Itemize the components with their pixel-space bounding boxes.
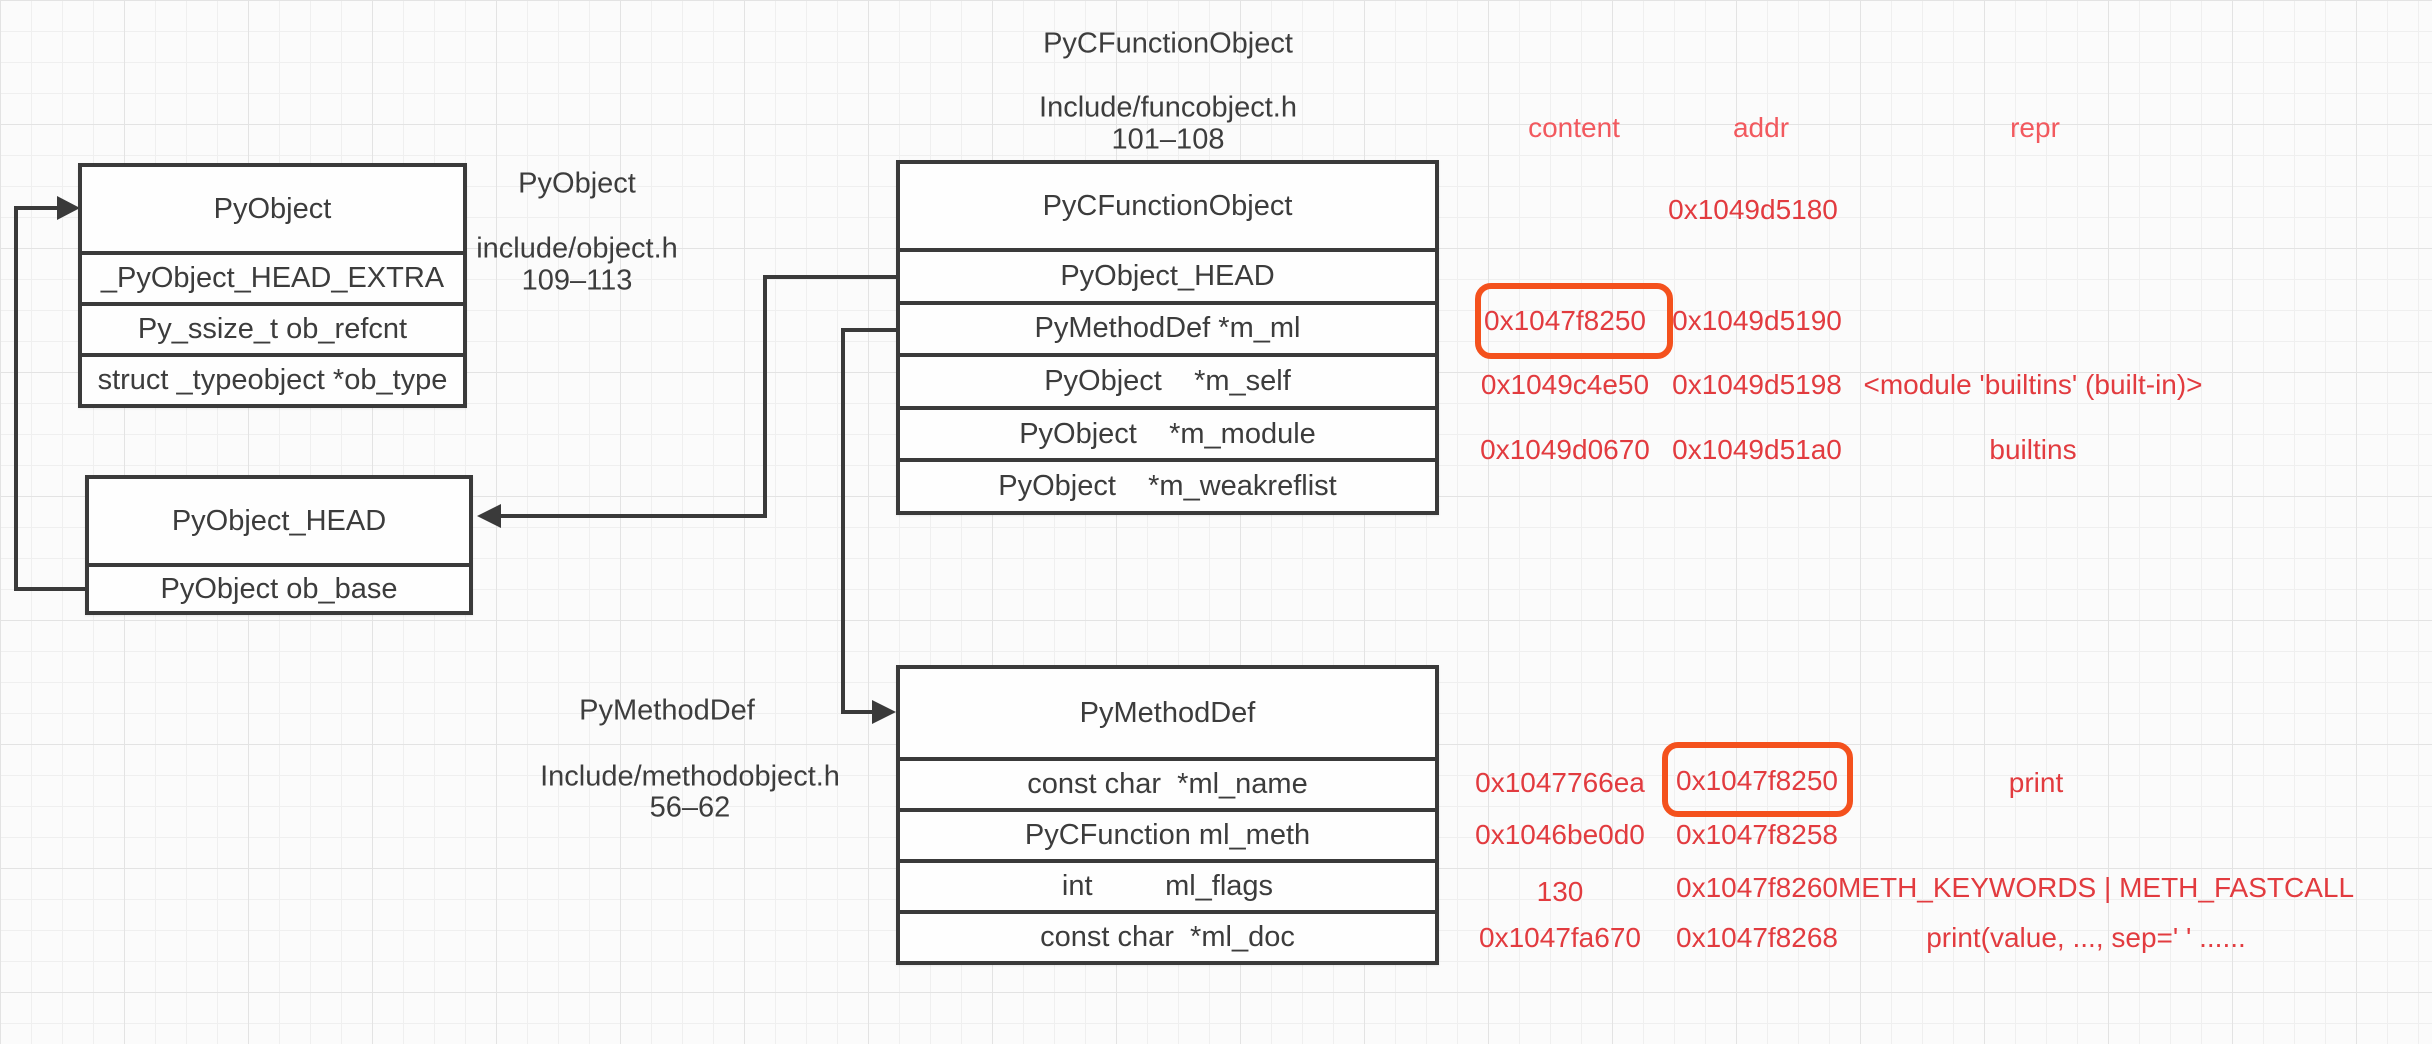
pymethoddef-row-ml-doc: const char *ml_doc (900, 910, 1435, 961)
pyobject-caption-file: include/object.h (476, 232, 678, 265)
pycfunction-row-m-self: PyObject *m_self (900, 353, 1435, 406)
mem-ml-doc-repr: print(value, ..., sep=' ' ...... (1926, 922, 2246, 953)
mem-m-self-content: 0x1049c4e50 (1480, 369, 1650, 400)
pycfunction-row-m-module: PyObject *m_module (900, 405, 1435, 459)
arrow-m-ml-to-pymethoddef (841, 328, 896, 714)
pyobject-row-ob-refcnt: Py_ssize_t ob_refcnt (82, 302, 463, 353)
mem-ml-name-repr: print (2008, 767, 2064, 798)
mem-m-self-addr: 0x1049d5198 (1672, 369, 1842, 400)
arrow-ob-base-to-pyobject (14, 206, 85, 591)
mem-ml-meth-addr: 0x1047f8258 (1676, 819, 1838, 850)
pymethoddef-row-ml-flags: int ml_flags (900, 859, 1435, 910)
pycfunction-row-m-weakreflist: PyObject *m_weakreflist (900, 458, 1435, 511)
column-header-addr: addr (1732, 112, 1790, 143)
mem-ml-doc-addr: 0x1047f8268 (1676, 922, 1838, 953)
mem-ml-doc-content: 0x1047fa670 (1479, 922, 1641, 953)
pyobject-head-struct-title: PyObject_HEAD (171, 504, 387, 537)
pyobject-caption-name: PyObject (518, 167, 636, 200)
mem-object-addr: 0x1049d5180 (1668, 194, 1838, 225)
mem-m-ml-addr: 0x1049d5190 (1672, 305, 1842, 336)
pymethoddef-struct-title: PyMethodDef (1079, 696, 1256, 729)
pycfunction-row-m-ml: PyMethodDef *m_ml (900, 300, 1435, 354)
mem-ml-flags-repr: METH_KEYWORDS | METH_FASTCALL (1837, 872, 2355, 903)
mem-ml-name-content: 0x1047766ea (1475, 767, 1645, 798)
pymethoddef-caption-lines: 56–62 (649, 791, 731, 824)
pyobject-head-struct-box: PyObject_HEAD PyObject ob_base (85, 475, 473, 615)
pycfunctionobject-struct-title: PyCFunctionObject (1042, 189, 1293, 222)
column-header-content: content (1528, 112, 1620, 143)
pyobject-head-row-ob-base: PyObject ob_base (89, 563, 469, 611)
pycfunction-caption-name: PyCFunctionObject (1043, 27, 1293, 60)
arrowhead-right2-icon (872, 700, 896, 724)
arrowhead-right-icon (57, 196, 80, 220)
pyobject-struct-title: PyObject (213, 192, 332, 225)
mem-ml-flags-content: 130 (1536, 876, 1584, 907)
pymethoddef-row-ml-meth: PyCFunction ml_meth (900, 808, 1435, 859)
pycfunction-row-pyobject-head: PyObject_HEAD (900, 248, 1435, 301)
pyobject-row-head-extra: _PyObject_HEAD_EXTRA (82, 251, 463, 302)
pycfunction-caption-lines: 101–108 (1111, 123, 1225, 156)
pymethoddef-struct-box: PyMethodDef const char *ml_name PyCFunct… (896, 665, 1439, 965)
mem-ml-flags-addr: 0x1047f8260 (1676, 872, 1838, 903)
pymethoddef-caption-file: Include/methodobject.h (540, 760, 840, 793)
pyobject-row-ob-type: struct _typeobject *ob_type (82, 353, 463, 404)
mem-m-ml-content: 0x1047f8250 (1484, 305, 1646, 336)
mem-m-module-content: 0x1049d0670 (1480, 434, 1650, 465)
pycfunctionobject-struct-box: PyCFunctionObject PyObject_HEAD PyMethod… (896, 160, 1439, 515)
highlight-content-0x1047f8250 (1475, 283, 1673, 359)
pymethoddef-caption-name: PyMethodDef (579, 694, 755, 727)
mem-ml-meth-content: 0x1046be0d0 (1475, 819, 1645, 850)
column-header-repr: repr (2010, 112, 2060, 143)
mem-ml-name-addr: 0x1047f8250 (1676, 765, 1838, 796)
pycfunction-caption-file: Include/funcobject.h (1039, 91, 1297, 124)
pyobject-caption-lines: 109–113 (521, 264, 633, 297)
arrowhead-left-icon (477, 504, 501, 528)
arrow-head-field-to-pyobject-head (500, 275, 896, 518)
pyobject-struct-box: PyObject _PyObject_HEAD_EXTRA Py_ssize_t… (78, 163, 467, 408)
mem-m-module-addr: 0x1049d51a0 (1672, 434, 1842, 465)
pymethoddef-row-ml-name: const char *ml_name (900, 757, 1435, 808)
highlight-addr-0x1047f8250 (1662, 742, 1853, 817)
mem-m-module-repr: builtins (1989, 434, 2077, 465)
mem-m-self-repr: <module 'builtins' (built-in)> (1863, 369, 2203, 400)
